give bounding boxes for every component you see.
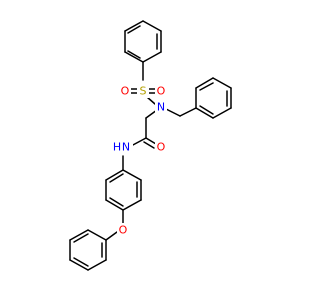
sulfonyl-oxygen-right-label: O [157, 85, 166, 98]
sulfur-label: S [140, 85, 147, 98]
amide-hydrogen-label: H [113, 141, 121, 154]
carbonyl-oxygen-atom: O [155, 140, 167, 154]
sulfonyl-oxygen-left-atom: O [119, 84, 131, 98]
sulfur-atom: S [137, 84, 149, 98]
ether-oxygen-atom: O [117, 223, 129, 237]
bond-lines [69, 20, 232, 271]
ether-oxygen-label: O [119, 224, 128, 237]
molecule-structure: S O O N O H N O [69, 20, 232, 271]
sulfonyl-oxygen-right-atom: O [155, 84, 167, 98]
sulfonamide-nitrogen-atom: N [155, 100, 167, 114]
amide-nitrogen-label: N [122, 141, 130, 154]
amide-nh-group: H N [111, 140, 133, 154]
sulfonamide-nitrogen-label: N [157, 101, 165, 114]
carbonyl-oxygen-label: O [157, 141, 166, 154]
atom-labels: S O O N O H N O [111, 84, 167, 237]
sulfonyl-oxygen-left-label: O [121, 85, 130, 98]
